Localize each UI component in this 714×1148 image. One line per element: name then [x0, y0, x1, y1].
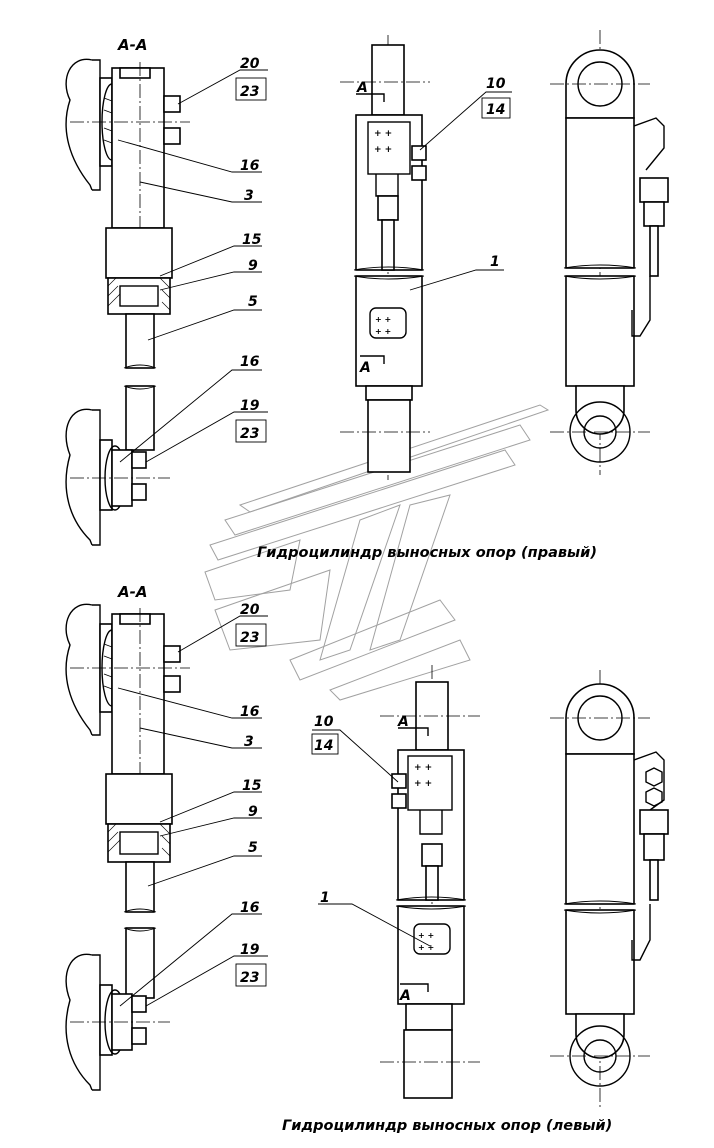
callout-16b-bottom: 16 [240, 900, 260, 916]
section-view-top: А-А [65, 36, 268, 546]
callout-15-bottom: 15 [242, 778, 262, 794]
cylinder-front-view-bottom: + + + + + + + + А А 10 14 1 [311, 665, 480, 1100]
callout-20-bottom: 20 [240, 602, 260, 618]
watermark-logo [204, 404, 550, 701]
callout-9: 9 [248, 258, 258, 274]
callout-16-bottom: 16 [240, 704, 260, 720]
section-mark-a2: А [359, 360, 371, 376]
section-mark-a2-bottom: А [399, 988, 411, 1004]
svg-text:+ +: + + [374, 129, 392, 139]
callout-14: 14 [486, 102, 505, 118]
svg-text:+ +: + + [414, 779, 432, 789]
callout-1-bottom: 1 [320, 890, 330, 906]
svg-text:+ +: + + [418, 931, 434, 940]
callout-3-bottom: 3 [244, 734, 254, 750]
callout-15: 15 [242, 232, 262, 248]
callout-5-bottom: 5 [248, 840, 258, 856]
callout-1: 1 [490, 254, 500, 270]
callout-16b: 16 [240, 354, 260, 370]
svg-text:+ +: + + [418, 943, 434, 952]
callout-20: 20 [240, 56, 260, 72]
callout-9-bottom: 9 [248, 804, 258, 820]
section-mark-a-bottom: А [397, 714, 409, 730]
callout-23: 23 [240, 84, 259, 100]
callout-14-bottom: 14 [314, 738, 333, 754]
callout-23-bottom: 23 [240, 630, 259, 646]
cylinder-side-view-bottom [550, 670, 669, 1110]
svg-text:+ +: + + [375, 327, 391, 336]
section-mark-a: А [356, 80, 368, 96]
caption-left: Гидроцилиндр выносных опор (левый) [282, 1118, 612, 1134]
callout-10: 10 [486, 76, 506, 92]
section-label-bottom: А-А [117, 583, 147, 601]
callout-3: 3 [244, 188, 254, 204]
caption-right: Гидроцилиндр выносных опор (правый) [257, 545, 597, 561]
callout-19-bottom: 19 [240, 942, 260, 958]
section-view-bottom: А-А 20 [65, 583, 268, 1091]
svg-text:+ +: + + [374, 145, 392, 155]
svg-text:+ +: + + [375, 315, 391, 324]
callout-23b-bottom: 23 [240, 970, 259, 986]
section-label: А-А [117, 36, 147, 54]
callout-10-bottom: 10 [314, 714, 334, 730]
callout-5: 5 [248, 294, 258, 310]
svg-text:+ +: + + [414, 763, 432, 773]
cylinder-side-view-top [550, 30, 669, 475]
callout-16: 16 [240, 158, 260, 174]
callout-19: 19 [240, 398, 260, 414]
cylinder-front-view-top: + + + + + + + + А А 10 14 1 [340, 35, 512, 480]
callout-23b: 23 [240, 426, 259, 442]
